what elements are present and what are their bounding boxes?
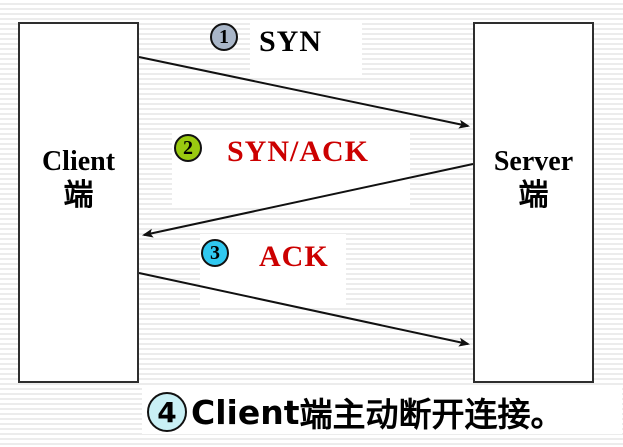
caption-backdrop: [142, 387, 622, 434]
server-node-sublabel: 端: [518, 179, 549, 212]
synack-message-label: SYN/ACK: [227, 135, 370, 168]
footnote-text: 端主动断开连接。: [299, 395, 564, 434]
syn-message-label: SYN: [259, 25, 323, 58]
server-node-box: Server 端: [473, 22, 594, 383]
step1-badge: 1: [210, 23, 238, 51]
synack-arrow: [142, 163, 474, 238]
client-node-label: Client: [41, 146, 116, 177]
step4-badge: 4: [147, 392, 187, 432]
server-node-label: Server: [493, 146, 574, 177]
client-node-sublabel: 端: [63, 179, 94, 212]
ack-message-label: ACK: [259, 240, 329, 273]
step2-badge: 2: [174, 134, 202, 162]
step3-badge: 3: [201, 239, 229, 267]
footnote-prefix: Client: [191, 392, 300, 432]
syn-label-backdrop: [250, 22, 362, 76]
ack-arrow: [138, 272, 470, 347]
synack-label-backdrop: [172, 130, 410, 206]
client-node-box: Client 端: [18, 22, 139, 383]
syn-arrow: [138, 56, 470, 129]
